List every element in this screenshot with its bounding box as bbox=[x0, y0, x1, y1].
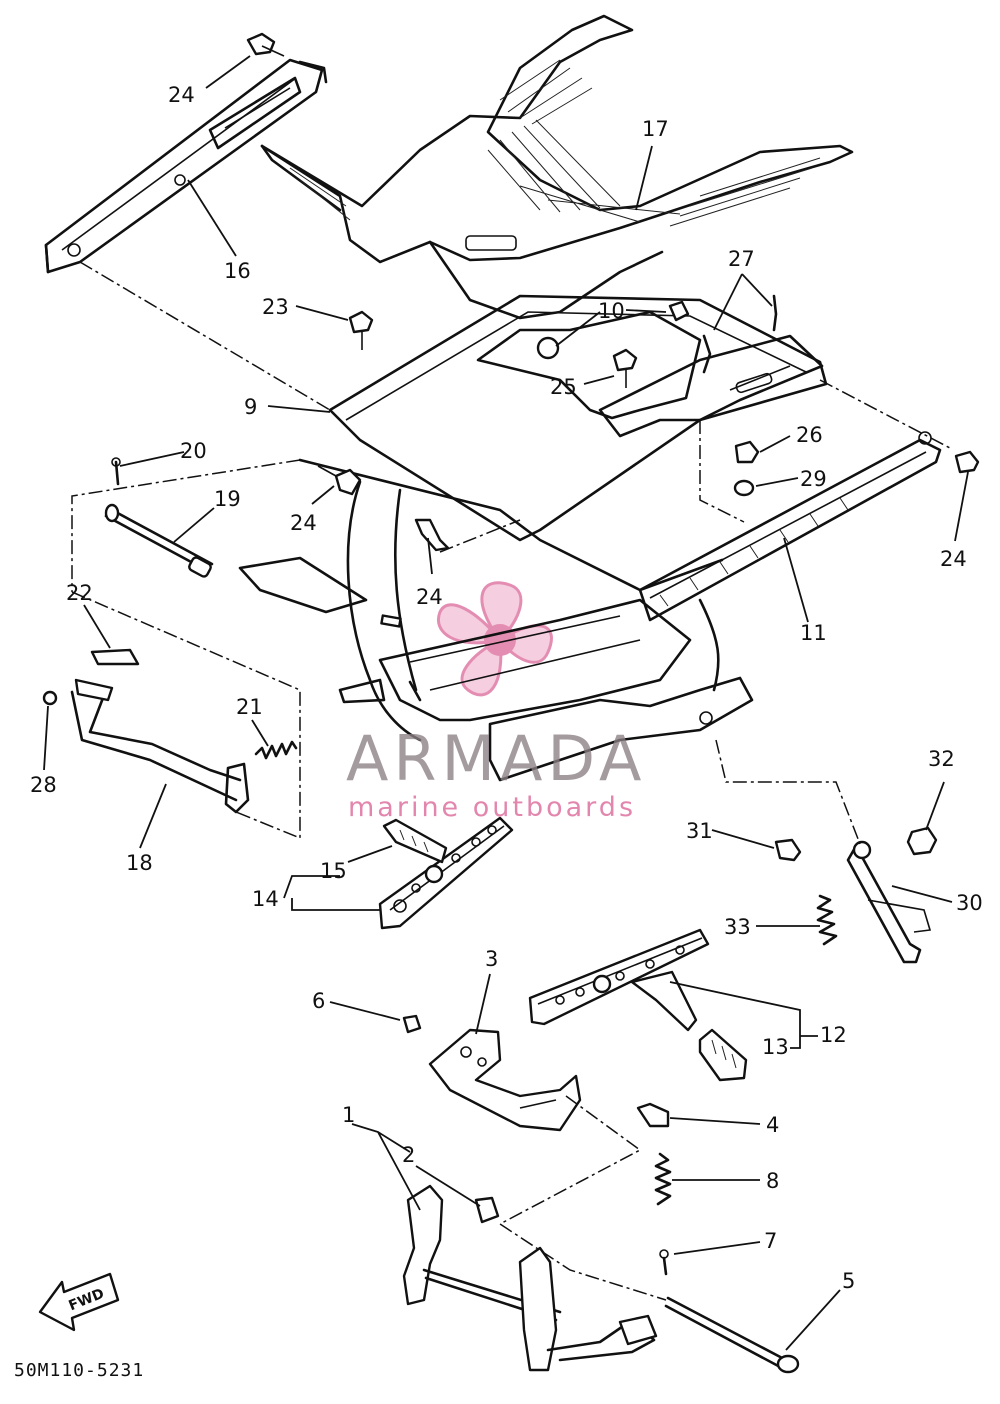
callout-24-top: 24 bbox=[168, 83, 195, 107]
callout-17: 17 bbox=[642, 117, 669, 141]
spring-21 bbox=[254, 740, 298, 760]
watermark-tagline: marine outboards bbox=[348, 792, 636, 823]
stopper-2 bbox=[474, 1196, 500, 1224]
grommet-10 bbox=[536, 300, 690, 360]
pedal-18 bbox=[42, 678, 250, 814]
callout-5: 5 bbox=[842, 1269, 855, 1293]
callout-18: 18 bbox=[126, 851, 153, 875]
callout-28: 28 bbox=[30, 773, 57, 797]
callout-21: 21 bbox=[236, 695, 263, 719]
footrest-right-12 bbox=[528, 928, 710, 1032]
callout-13: 13 bbox=[762, 1035, 789, 1059]
callout-1: 1 bbox=[342, 1103, 355, 1127]
callout-12: 12 bbox=[820, 1023, 847, 1047]
callout-9: 9 bbox=[244, 395, 257, 419]
bolt-24-mid bbox=[317, 465, 362, 496]
watermark-brand: ARMADA bbox=[346, 722, 646, 795]
cross-member bbox=[598, 334, 824, 438]
callout-23: 23 bbox=[262, 295, 289, 319]
bolt-31 bbox=[774, 838, 802, 862]
footrest-rubber-15 bbox=[382, 818, 448, 864]
callout-3: 3 bbox=[485, 947, 498, 971]
callout-6: 6 bbox=[312, 989, 325, 1013]
footrest-rubber-13 bbox=[698, 1028, 748, 1082]
callout-24-center: 24 bbox=[416, 585, 443, 609]
footrest-left-14 bbox=[378, 816, 514, 930]
seat-rail-left bbox=[44, 58, 328, 274]
callout-10: 10 bbox=[598, 299, 625, 323]
bolt-4 bbox=[636, 1102, 670, 1128]
callout-26: 26 bbox=[796, 423, 823, 447]
callout-32: 32 bbox=[928, 747, 955, 771]
callout-8: 8 bbox=[766, 1169, 779, 1193]
callout-16: 16 bbox=[224, 259, 251, 283]
pivot-shaft-19 bbox=[104, 503, 214, 578]
drawing-code: 50M110-5231 bbox=[14, 1360, 144, 1381]
callout-27: 27 bbox=[728, 247, 755, 271]
step-board bbox=[260, 14, 854, 320]
cotter-pin-20 bbox=[111, 457, 121, 486]
callout-labels: 1 2 3 4 5 6 7 8 9 10 11 12 13 14 15 16 1… bbox=[30, 83, 983, 1293]
pad-22 bbox=[90, 648, 140, 666]
callout-7: 7 bbox=[764, 1229, 777, 1253]
callout-15: 15 bbox=[320, 859, 347, 883]
bolt-24-right bbox=[954, 450, 980, 474]
rivets-27 bbox=[702, 294, 778, 374]
shaft-5 bbox=[664, 1296, 800, 1374]
spring-33 bbox=[816, 894, 838, 946]
callout-30: 30 bbox=[956, 891, 983, 915]
callout-22: 22 bbox=[66, 581, 93, 605]
callout-33: 33 bbox=[724, 915, 751, 939]
stand-bracket-3 bbox=[428, 1028, 582, 1132]
bolt-25 bbox=[612, 348, 638, 388]
callout-29: 29 bbox=[800, 467, 827, 491]
cotter-pin-7 bbox=[659, 1249, 669, 1276]
callout-25: 25 bbox=[550, 375, 577, 399]
washer-29 bbox=[733, 479, 755, 497]
callout-24-mid: 24 bbox=[290, 511, 317, 535]
callout-31: 31 bbox=[686, 819, 713, 843]
bolt-24-center bbox=[414, 518, 450, 552]
bolt-26 bbox=[734, 440, 760, 464]
side-stand-30 bbox=[846, 840, 932, 964]
leader-lines bbox=[43, 55, 969, 1351]
callout-11: 11 bbox=[800, 621, 827, 645]
nut-6 bbox=[402, 1014, 422, 1034]
armada-propeller-logo bbox=[437, 581, 553, 697]
callout-19: 19 bbox=[214, 487, 241, 511]
callout-2: 2 bbox=[402, 1143, 415, 1167]
spring-8 bbox=[654, 1152, 672, 1206]
callout-24-right: 24 bbox=[940, 547, 967, 571]
callout-20: 20 bbox=[180, 439, 207, 463]
center-stand-1 bbox=[402, 1184, 658, 1372]
frame-main bbox=[238, 294, 828, 782]
bolt-23 bbox=[348, 310, 374, 350]
bolt-24-top bbox=[246, 32, 285, 57]
nut-32 bbox=[906, 826, 938, 856]
callout-4: 4 bbox=[766, 1113, 779, 1137]
seat-rail-right bbox=[638, 431, 942, 622]
callout-14: 14 bbox=[252, 887, 279, 911]
forward-direction-arrow: FWD bbox=[38, 1272, 120, 1332]
assembly-lines bbox=[71, 261, 951, 1301]
